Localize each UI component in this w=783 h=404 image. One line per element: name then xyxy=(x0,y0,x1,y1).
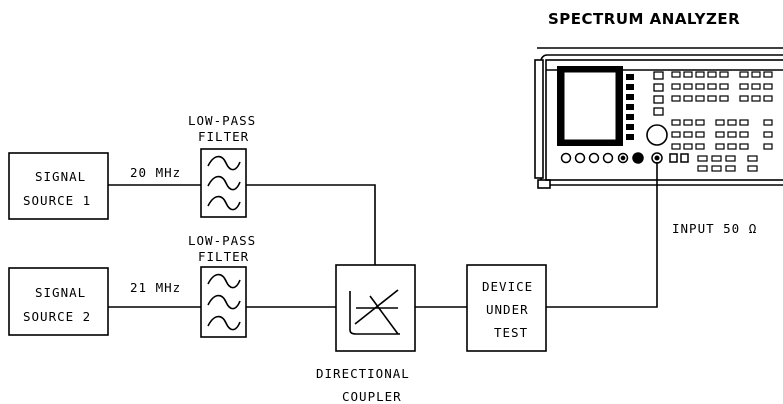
analyzer-screen xyxy=(557,66,623,146)
input-port-label: INPUT 50 Ω xyxy=(672,221,757,236)
dut-line2: UNDER xyxy=(486,302,529,317)
rotary-knob xyxy=(646,124,668,146)
coupler-line1: DIRECTIONAL xyxy=(316,366,410,381)
lower-keys xyxy=(697,155,758,172)
low-pass-filter-2 xyxy=(200,266,247,338)
filter-2-line1: LOW-PASS xyxy=(188,233,256,248)
coupler-line2: COUPLER xyxy=(342,389,402,404)
dut-line1: DEVICE xyxy=(482,279,533,294)
analyzer-title: SPECTRUM ANALYZER xyxy=(548,10,740,28)
filter-1-line2: FILTER xyxy=(198,129,249,144)
front-connectors xyxy=(560,152,689,164)
low-pass-filter-1 xyxy=(200,148,247,218)
device-under-test: DEVICE UNDER TEST xyxy=(466,264,547,352)
signal-source-1: SIGNAL SOURCE 1 xyxy=(8,152,109,220)
cable-dut-analyzer xyxy=(546,162,658,308)
signal-cables xyxy=(108,162,658,308)
source-1-line2: SOURCE 1 xyxy=(23,193,91,208)
directional-coupler xyxy=(335,264,416,352)
source-2-line2: SOURCE 2 xyxy=(23,309,91,324)
function-keys xyxy=(653,71,664,116)
filter-1-line1: LOW-PASS xyxy=(188,113,256,128)
source-2-frequency: 21 MHz xyxy=(130,280,181,295)
keypad-grid xyxy=(671,71,773,150)
filter-2-line2: FILTER xyxy=(198,249,249,264)
signal-source-2: SIGNAL SOURCE 2 xyxy=(8,267,109,336)
dut-line3: TEST xyxy=(494,325,528,340)
source-1-line1: SIGNAL xyxy=(35,169,86,184)
cable-filter1-coupler xyxy=(246,184,376,265)
source-2-line1: SIGNAL xyxy=(35,285,86,300)
source-1-frequency: 20 MHz xyxy=(130,165,181,180)
softkey-column xyxy=(626,74,634,140)
spectrum-analyzer xyxy=(534,47,783,189)
